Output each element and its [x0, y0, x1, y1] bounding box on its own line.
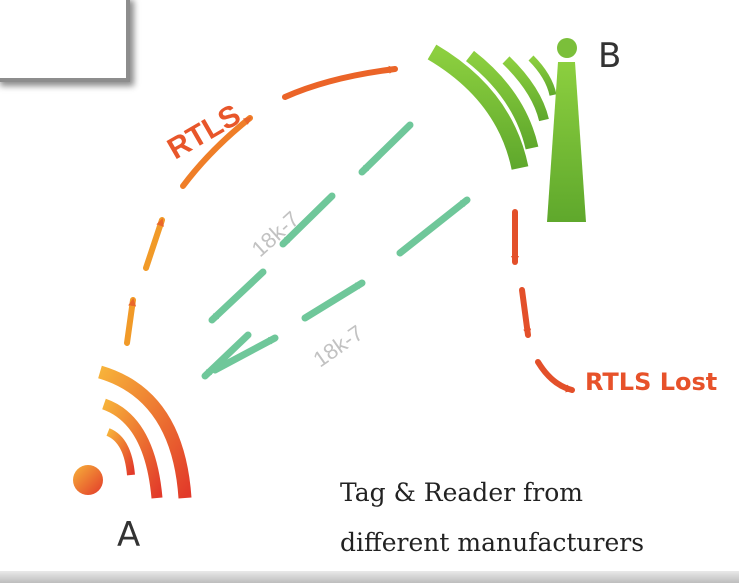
teal-down-arrow-3	[208, 268, 267, 324]
tower-b-label: B	[598, 36, 622, 76]
teal-up-arrow-1	[211, 334, 279, 374]
rtls-arrow-1	[124, 297, 137, 346]
lost-arrow-2	[519, 287, 532, 338]
rtls-arrow-2	[143, 217, 165, 271]
tower-b-icon	[427, 38, 586, 222]
link-label-lower: 18k-7	[309, 320, 368, 372]
corner-panel	[0, 0, 130, 82]
link-b-to-a	[201, 121, 414, 380]
rtls-arc	[124, 65, 398, 346]
teal-down-arrow-1	[358, 121, 414, 176]
rtls-arrow-3	[180, 115, 253, 189]
bottom-divider	[0, 571, 739, 583]
tag-a-label: A	[117, 515, 141, 555]
rtls-lost-label: RTLS Lost	[585, 368, 718, 396]
teal-down-arrow-2	[279, 192, 336, 248]
rtls-label: RTLS	[162, 98, 246, 166]
lost-arrow-3	[535, 359, 575, 393]
tag-a-icon	[73, 365, 192, 499]
teal-up-arrow-2	[301, 279, 366, 322]
caption-line-1: Tag & Reader from	[340, 478, 583, 507]
teal-up-arrow-3	[396, 196, 471, 257]
rtls-lost-path	[511, 209, 575, 393]
caption-line-2: different manufacturers	[340, 528, 645, 557]
rtls-arrow-4	[282, 65, 398, 100]
link-a-to-b	[211, 196, 471, 374]
